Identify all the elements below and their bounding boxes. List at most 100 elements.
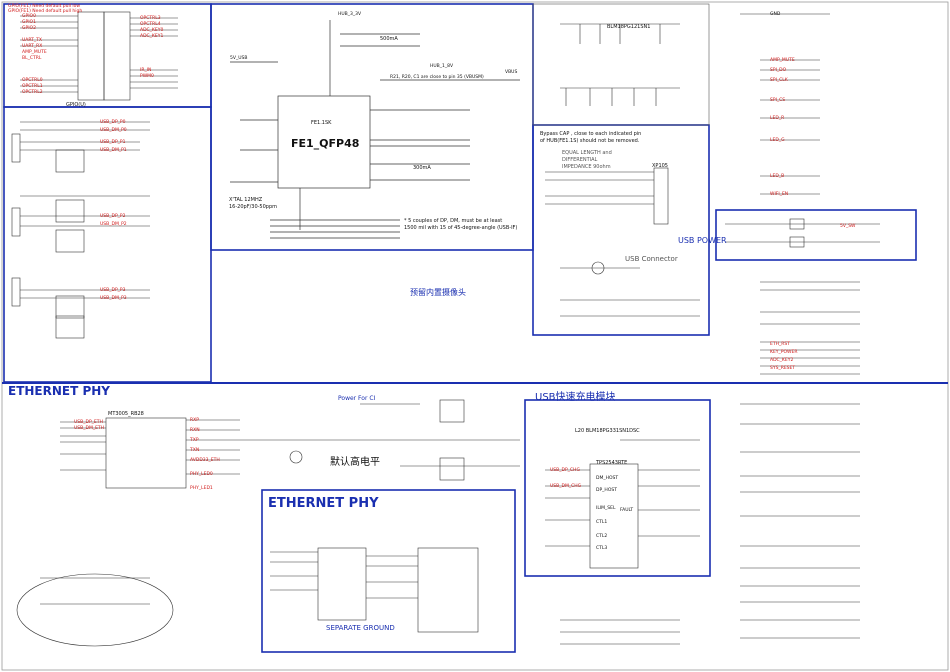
net-label: VBUS	[505, 70, 518, 75]
net-label: USB_DP_P3	[100, 288, 126, 293]
net-label: LED_B	[770, 174, 785, 179]
charge-inductor: L20 BLM18PG331SN1DSC	[575, 428, 640, 434]
net-label: GPIO1	[22, 20, 36, 25]
usb-charge-title: USB快速充电模块	[535, 392, 616, 403]
net-label: SPI_DO	[770, 68, 787, 73]
net-label: OPCTRL3	[140, 16, 161, 21]
box-usb-charge	[524, 399, 711, 577]
equal-length-note: EQUAL LENGTH and	[562, 150, 612, 156]
net-label: PWM0	[140, 74, 154, 79]
net-label: GND	[770, 12, 781, 17]
net-label: USB_DP_ETH	[74, 420, 103, 425]
net-label: 5V_SW	[840, 224, 856, 229]
crystal-note: X'TAL 12MHZ	[229, 197, 263, 203]
net-label: OPCTRL2	[22, 90, 43, 95]
crystal-spec: 16-20pF/30-50ppm	[229, 204, 278, 210]
net-label: AVDD33_ETH	[190, 458, 220, 463]
net-label: USB_DP_P0	[100, 120, 126, 125]
net-label: CTL2	[596, 534, 608, 539]
net-label: USB_DM_ETH	[74, 426, 105, 431]
net-label: IR_IN	[140, 68, 152, 73]
hub-ic-label: FE1_QFP48	[291, 137, 359, 150]
box-ethernet	[261, 489, 516, 653]
dp-dm-note: * 5 couples of DP, DM, must be at least	[404, 218, 503, 224]
hub-ic-part: FE1.1SK	[311, 120, 332, 126]
dp-dm-note-2: 1500 mil with 15 of 45-degree-angle (USB…	[404, 225, 518, 231]
net-label: SPI_CLK	[770, 78, 788, 83]
net-label: USB_DM_P2	[100, 222, 127, 227]
net-label: OPCTRL1	[22, 84, 43, 89]
net-label: 5V_USB	[230, 56, 248, 61]
gpio-ref: GPIO(U)	[66, 102, 86, 108]
box-fuses	[715, 209, 917, 261]
net-label: FAULT	[620, 508, 634, 513]
eth-phy-ic	[105, 417, 187, 489]
net-label: ILIM_SEL	[596, 506, 616, 511]
net-label: UART_RX	[22, 44, 43, 49]
current-300ma: 300mA	[413, 165, 431, 171]
bypass-note: Bypass CAP , close to each indicated pin	[540, 131, 642, 137]
hub-ic-body	[277, 95, 371, 189]
net-label: DP_HOST	[596, 488, 617, 493]
net-label: DM_HOST	[596, 476, 619, 481]
usb-power-title: USB POWER	[678, 236, 727, 245]
net-label: CTL1	[596, 520, 608, 525]
net-label: GPIO2	[22, 26, 36, 31]
power-for-ci-label: Power For CI	[338, 395, 376, 402]
camera-title: 预留内置摄像头	[410, 288, 466, 297]
net-label: AMP_MUTE	[770, 58, 795, 63]
gpio-note-1: GPIO(FE1) Need default pull low	[8, 4, 81, 9]
differential-note: DIFFERENTIAL	[562, 157, 598, 163]
current-500ma: 500mA	[380, 36, 398, 42]
net-label: USB_DP_P1	[100, 140, 126, 145]
net-label: LED_G	[770, 138, 785, 143]
net-label: LED_R	[770, 116, 785, 121]
ethernet-phy-title-box: ETHERNET PHY	[268, 496, 379, 511]
impedance-note: IMPEDANCE 90ohm	[562, 164, 611, 170]
net-label: AMP_MUTE	[22, 50, 47, 55]
net-label: PHY_LED1	[190, 486, 213, 491]
net-label: USB_DM_CHG	[550, 484, 582, 489]
net-label: USB_DM_P3	[100, 296, 127, 301]
net-label: ADC_KEY1	[140, 34, 164, 39]
net-label: RXN	[190, 428, 200, 433]
net-label: HUB_3_3V	[338, 12, 362, 17]
net-label: GPIO0	[22, 14, 36, 19]
box-hub	[210, 3, 534, 251]
charge-ic-ref: TPS2543RTE	[596, 460, 628, 466]
net-label: ADC_KEY0	[140, 28, 164, 33]
net-label: SYS_RESET	[770, 366, 796, 371]
eth-ic-ref: MT3005_RB28	[108, 411, 144, 417]
default-high-label: 默认高电平	[330, 457, 380, 468]
connector-label: USB Connector	[625, 255, 678, 263]
net-label: RXP	[190, 418, 199, 423]
net-label: ADC_KEY2	[770, 358, 794, 363]
net-label: USB_DM_P1	[100, 148, 127, 153]
net-label: ETH_RST	[770, 342, 790, 347]
conn-ref: XP105	[652, 163, 668, 169]
bypass-note-2: of HUB(FE1.1S) should not be removed.	[540, 138, 640, 144]
net-label: USB_DM_P0	[100, 128, 127, 133]
net-label: TXP	[190, 438, 199, 443]
net-label: BL_CTRL	[22, 56, 42, 61]
net-label: PHY_LED0	[190, 472, 213, 477]
net-label: KEY_POWER	[770, 350, 798, 355]
net-label: OPCTRL4	[140, 22, 161, 27]
hub-inductor: BLM18PG121SN1	[607, 24, 651, 30]
box-usb-power	[532, 124, 710, 336]
net-label: USB_DP_P2	[100, 214, 126, 219]
net-label: WIFI_EN	[770, 192, 789, 197]
net-label: CTL3	[596, 546, 608, 551]
net-label: UART_TX	[22, 38, 43, 43]
ethernet-phy-title-left: ETHERNET PHY	[8, 384, 110, 398]
net-label: HUB_1_8V	[430, 64, 454, 69]
net-label: USB_DP_CHG	[550, 468, 580, 473]
gpio-note-2: GPIO(FE1) Need default pull high	[8, 9, 83, 14]
net-label: TXN	[190, 448, 200, 453]
separate-ground-label: SEPARATE GROUND	[326, 624, 395, 632]
net-label: SPI_CS	[770, 98, 786, 103]
r21-note: R21, R20, C1 are close to pin 35 (VBUSM)	[390, 75, 484, 80]
